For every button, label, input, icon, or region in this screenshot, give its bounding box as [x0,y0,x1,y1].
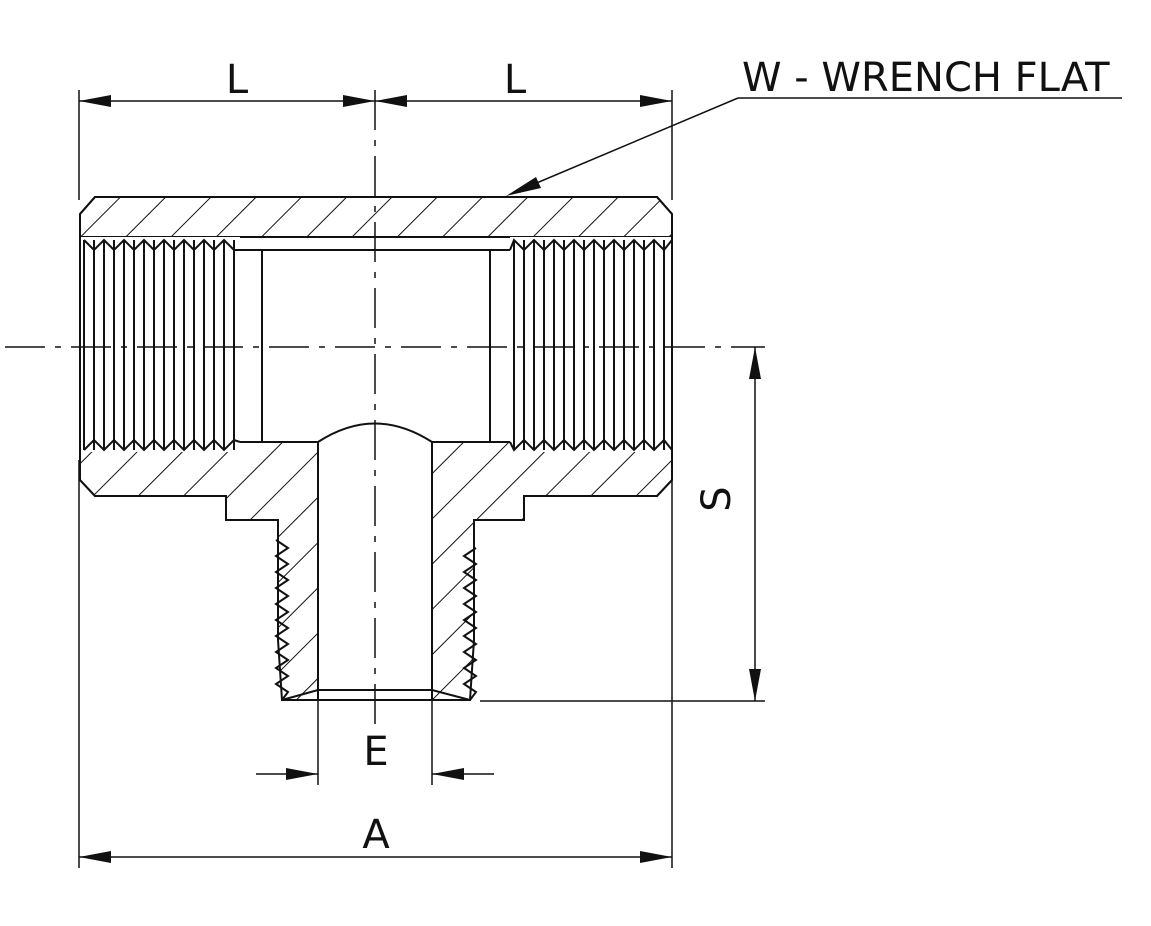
branch-thread-right [462,547,478,701]
S-label: S [694,486,740,511]
bottom-right-wall [431,441,673,701]
top-wall [79,196,673,238]
dimension-E: E [256,729,494,780]
L-right-label: L [504,57,527,103]
left-thread [79,237,241,460]
branch-thread-left [274,539,290,701]
dimension-A: A [79,812,672,863]
E-label: E [363,729,388,775]
A-label: A [362,812,390,858]
bottom-left-wall [79,441,319,701]
wrench-flat-callout: W - WRENCH FLAT [506,55,1122,196]
L-left-label: L [226,57,249,103]
dimension-S: S [694,347,761,701]
tee-body [79,196,673,701]
dimension-L-right: L [375,57,672,107]
wrench-flat-label: W - WRENCH FLAT [742,55,1110,101]
right-thread [509,237,673,460]
dimension-L-left: L [79,57,375,107]
